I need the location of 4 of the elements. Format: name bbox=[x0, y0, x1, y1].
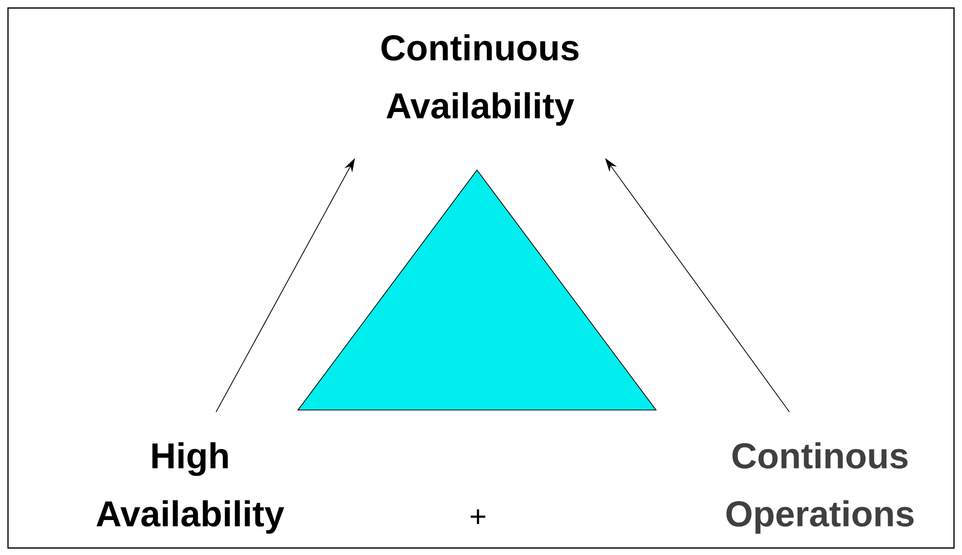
heading-text: High Availability bbox=[96, 442, 284, 534]
heading-text: Continuous Availability bbox=[382, 34, 579, 126]
heading-text: Continous Operations bbox=[726, 442, 914, 534]
plus-sign: + bbox=[470, 509, 486, 524]
